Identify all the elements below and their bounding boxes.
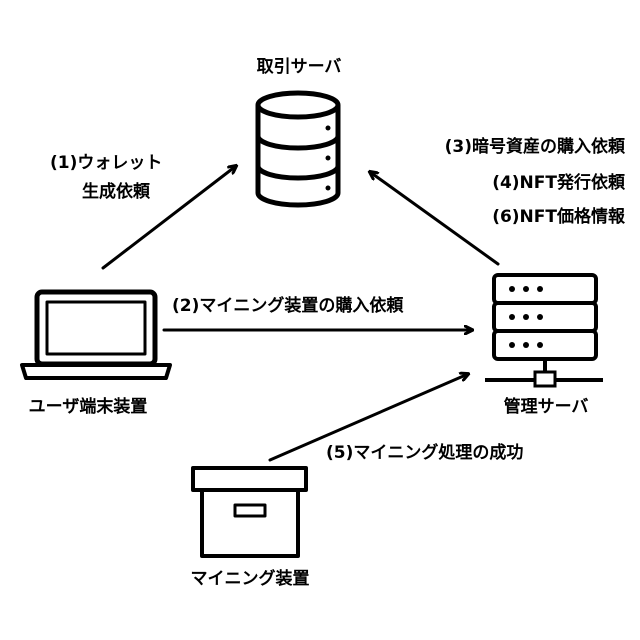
- mining-device-label: マイニング装置: [191, 568, 310, 589]
- edge-label-crypto-purchase: (3)暗号資産の購入依頼: [445, 136, 626, 157]
- user-terminal-label: ユーザ端末装置: [29, 396, 148, 417]
- storage-box-icon: [193, 468, 306, 556]
- management-server-node: 管理サーバ: [485, 275, 603, 417]
- edge-label-mining-device-purchase: (2)マイニング装置の購入依頼: [172, 295, 404, 316]
- edge-label-mining-success: (5)マイニング処理の成功: [326, 442, 523, 463]
- edge-label-wallet-line2: 生成依頼: [82, 181, 151, 202]
- exchange-server-node: 取引サーバ: [257, 57, 342, 205]
- user-terminal-node: ユーザ端末装置: [22, 292, 170, 417]
- edge-label-wallet-line1: (1)ウォレット: [50, 153, 162, 173]
- database-icon: [258, 93, 338, 205]
- laptop-icon: [22, 292, 170, 378]
- server-rack-icon: [485, 275, 603, 386]
- mining-device-node: マイニング装置: [191, 468, 310, 589]
- arrow-management-to-exchange: [370, 172, 498, 264]
- edge-label-nft-issue: (4)NFT発行依頼: [492, 172, 626, 193]
- exchange-server-label: 取引サーバ: [257, 57, 342, 77]
- edge-label-nft-price: (6)NFT価格情報: [492, 206, 626, 227]
- management-server-label: 管理サーバ: [504, 396, 589, 417]
